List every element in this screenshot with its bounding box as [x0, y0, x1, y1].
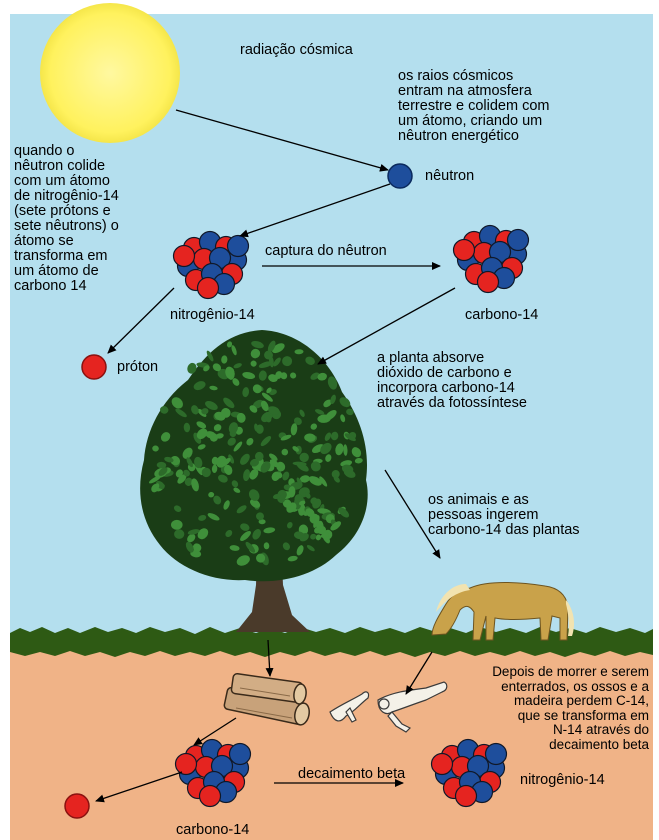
arrow-icon — [175, 109, 389, 172]
wood-logs-icon — [223, 672, 310, 726]
bones-icon — [329, 681, 448, 733]
sun-icon — [40, 3, 180, 143]
proton-icon — [81, 354, 107, 380]
nucleus-icon — [172, 230, 250, 300]
arrow-icon — [317, 287, 456, 365]
carbon-14-label: carbono-14 — [465, 307, 539, 323]
neutron-icon — [387, 163, 413, 189]
proton-icon — [64, 793, 90, 819]
horse-icon — [431, 582, 574, 641]
tree-icon — [140, 330, 368, 632]
nitrogen-14-label: nitrogênio-14 — [170, 307, 255, 323]
cosmic-radiation-label: radiação cósmica — [240, 42, 353, 58]
decay-text: Depois de morrer e serem enterrados, os … — [492, 664, 649, 752]
nucleus-icon — [430, 738, 508, 808]
cosmic-rays-text: os raios cósmicos entram na atmosfera te… — [398, 68, 550, 144]
arrow-icon — [107, 287, 175, 354]
collision-text: quando o nêutron colide com um átomo de … — [14, 143, 119, 294]
arrow-icon — [265, 639, 274, 677]
proton-label: próton — [117, 359, 159, 375]
photosynthesis-text: a planta absorve dióxido de carbono e in… — [377, 350, 527, 411]
nucleus-icon — [452, 224, 530, 294]
soil-background — [10, 640, 653, 840]
neutron-capture-label: captura do nêutron — [265, 243, 387, 259]
neutron-label: nêutron — [425, 168, 475, 184]
arrow-icon — [95, 771, 183, 803]
arrow-icon — [405, 651, 433, 695]
arrow-icon — [384, 469, 441, 559]
arrows — [95, 109, 456, 803]
beta-decay-label: decaimento beta — [298, 766, 406, 782]
carbon-14-bottom-label: carbono-14 — [176, 822, 250, 838]
arrow-icon — [193, 717, 237, 746]
ingestion-text: os animais e as pessoas ingerem carbono-… — [428, 492, 580, 538]
nucleus-icon — [174, 738, 252, 808]
nitrogen-14-bottom-label: nitrogênio-14 — [520, 772, 605, 788]
arrow-icon — [239, 183, 391, 238]
